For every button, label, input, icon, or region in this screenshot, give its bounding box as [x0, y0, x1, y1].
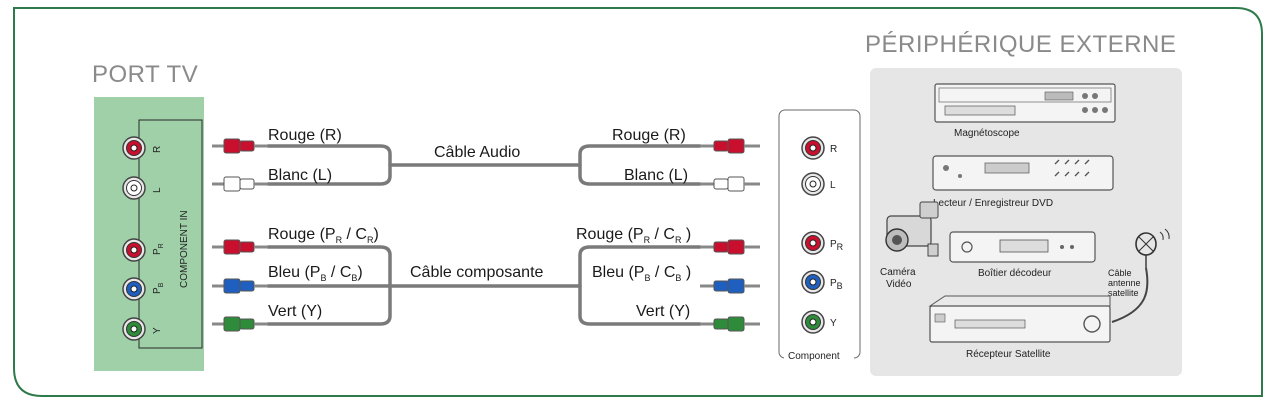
camera-icon: [885, 201, 939, 257]
right-plug-y[interactable]: [700, 316, 760, 332]
left-plug-pb[interactable]: [212, 278, 268, 294]
tv-jack-l[interactable]: [122, 176, 146, 200]
component-jack-label-y: Y: [830, 318, 837, 329]
audio-left-white-label: Blanc (L): [268, 167, 332, 184]
decoder-label: Boîtier décodeur: [978, 268, 1052, 279]
component-right-blue-sub2: B: [675, 273, 681, 283]
dvd-label: Lecteur / Enregistreur DVD: [933, 198, 1053, 209]
tv-jack-y[interactable]: [122, 317, 146, 341]
component-left-red-sub1: R: [336, 235, 343, 245]
tv-jack-label-r: R: [152, 146, 163, 153]
component-jack-label-pr: PR: [830, 239, 844, 252]
component-jack-pr[interactable]: [801, 231, 825, 255]
cable-plugs: [212, 138, 760, 332]
tv-port-frame: [138, 119, 203, 349]
component-left-red-end: ): [373, 226, 378, 243]
component-left-red-sub2: R: [367, 235, 374, 245]
component-jack-label-pb: PB: [830, 278, 843, 291]
tv-jack-label-pr: PR: [152, 243, 165, 255]
component-left-red-label: Rouge (PR / CR): [268, 226, 379, 245]
component-right-blue-text: Bleu (P: [592, 264, 644, 281]
cable-wires: [266, 144, 702, 326]
component-left-red-text: Rouge (P: [268, 226, 336, 243]
tv-title: PORT TV: [92, 61, 198, 88]
component-left-blue-text: Bleu (P: [268, 264, 320, 281]
component-left-blue-mid: / C: [326, 264, 351, 281]
component-panel-label: Component: [788, 351, 840, 362]
audio-right-wire: [578, 144, 702, 186]
outer-frame: [13, 7, 1263, 397]
component-cable-name: Câble composante: [410, 264, 544, 281]
component-right-red-text: Rouge (P: [576, 226, 644, 243]
component-left-blue-sub1: B: [320, 273, 326, 283]
decoder-device: [949, 231, 1096, 263]
tv-jack-label-pb: PB: [152, 282, 165, 294]
component-jack-r[interactable]: [801, 136, 825, 160]
tv-jack-pb[interactable]: [122, 277, 146, 301]
right-plug-pb[interactable]: [700, 278, 760, 294]
antenna-label-line2: antenne: [1108, 278, 1141, 288]
component-right-green-label: Vert (Y): [636, 303, 690, 320]
component-right-red-mid: / C: [650, 226, 675, 243]
component-jack-l[interactable]: [801, 172, 825, 196]
component-jack-label-l: L: [830, 180, 836, 191]
component-jacks: R L PR PB Y: [801, 136, 844, 334]
left-plug-r[interactable]: [212, 138, 268, 154]
tv-jack-label-y: Y: [152, 327, 163, 334]
component-left-blue-sub2: B: [351, 273, 357, 283]
component-left-green-label: Vert (Y): [268, 303, 322, 320]
component-right-blue-sub1: B: [644, 273, 650, 283]
right-plug-r[interactable]: [700, 138, 760, 154]
audio-right-red-label: Rouge (R): [612, 127, 686, 144]
vcr-label: Magnétoscope: [954, 128, 1020, 139]
tv-vertical-label: COMPONENT IN: [179, 210, 190, 288]
vcr-device: [934, 83, 1116, 123]
external-title: PÉRIPHÉRIQUE EXTERNE: [865, 31, 1176, 58]
receiver-label: Récepteur Satellite: [966, 349, 1051, 360]
tv-jacks: R L PR PB Y: [122, 136, 165, 341]
component-label-bg: [784, 348, 854, 362]
right-plug-pr[interactable]: [700, 239, 760, 255]
antenna-cable: [1111, 267, 1149, 323]
antenna-label-line3: satellite: [1108, 288, 1139, 298]
component-right-blue-mid: / C: [650, 264, 675, 281]
audio-right-white-label: Blanc (L): [624, 167, 688, 184]
camera-label-line2: Vidéo: [886, 279, 912, 290]
tv-panel: [94, 97, 204, 371]
component-right-red-end: ): [681, 226, 691, 243]
component-jack-y[interactable]: [801, 310, 825, 334]
camera-label-line1: Caméra: [880, 267, 916, 278]
satellite-receiver-device: [928, 295, 1111, 343]
component-left-red-mid: / C: [342, 226, 367, 243]
component-left-blue-end: ): [357, 264, 362, 281]
component-right-blue-end: ): [681, 264, 691, 281]
audio-left-red-label: Rouge (R): [268, 127, 342, 144]
left-plug-l[interactable]: [212, 176, 268, 192]
component-jack-pb[interactable]: [801, 270, 825, 294]
right-plug-l[interactable]: [700, 176, 760, 192]
antenna-label-line1: Câble: [1108, 268, 1132, 278]
component-left-blue-label: Bleu (PB / CB): [268, 264, 363, 283]
tv-jack-r[interactable]: [122, 136, 146, 160]
component-right-red-sub1: R: [644, 235, 651, 245]
component-right-red-label: Rouge (PR / CR ): [576, 226, 691, 245]
dvd-device: [932, 155, 1114, 191]
left-plug-pr[interactable]: [212, 239, 268, 255]
component-right-red-sub2: R: [675, 235, 682, 245]
tv-jack-label-l: L: [152, 187, 163, 193]
audio-cable-name: Câble Audio: [434, 144, 520, 161]
component-right-wire: [578, 245, 702, 326]
component-jack-label-r: R: [830, 144, 837, 155]
left-plug-y[interactable]: [212, 316, 268, 332]
satellite-dish-icon: [1135, 228, 1170, 268]
tv-jack-pr[interactable]: [122, 238, 146, 262]
component-right-blue-label: Bleu (PB / CB ): [592, 264, 691, 283]
